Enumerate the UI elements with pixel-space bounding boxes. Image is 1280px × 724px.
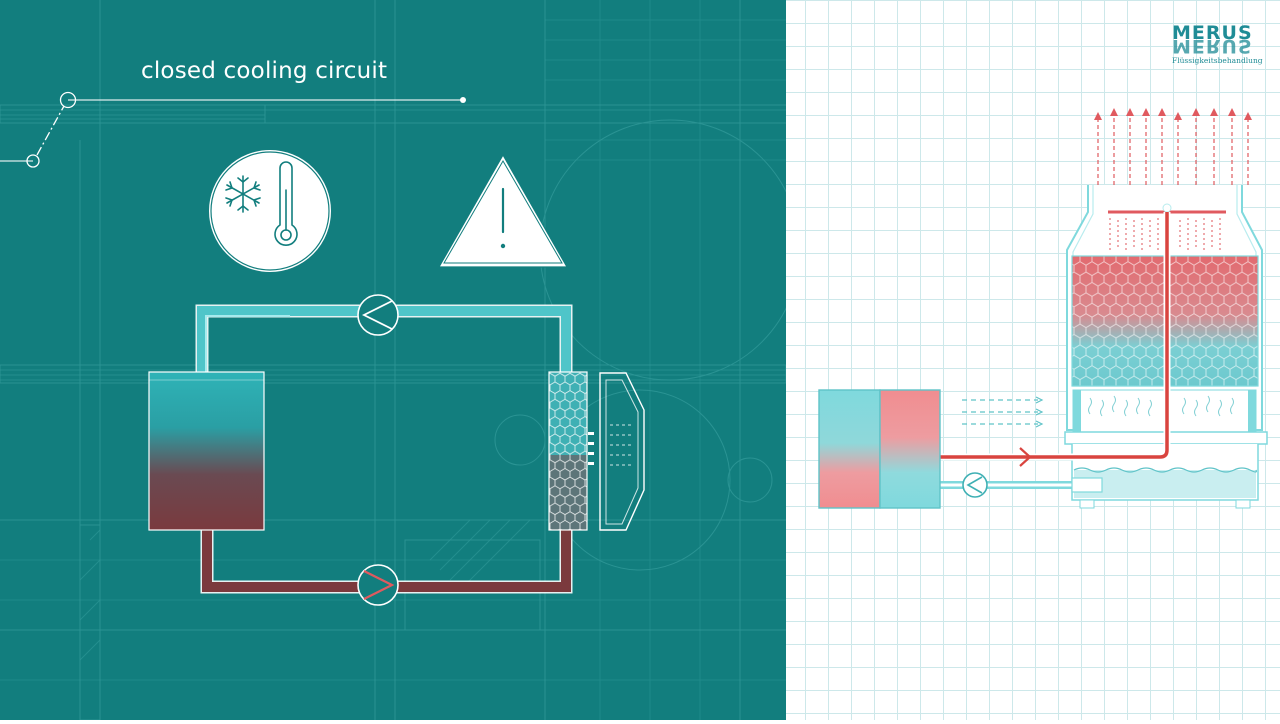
heat-exchanger-icon <box>548 371 588 531</box>
caption-title: closed cooling circuit <box>141 58 388 84</box>
logo-subtitle: Flüssigkeitsbehandlung <box>1172 56 1263 65</box>
snowflake-thermometer-icon <box>207 148 333 274</box>
reservoir-tank <box>148 371 265 531</box>
airflow-arrows <box>588 424 632 466</box>
plate-heat-exchanger <box>818 389 941 509</box>
tower-airflow-arrows <box>962 396 1044 428</box>
logo-wordmark-reflection: MERUS <box>1172 35 1253 57</box>
fan-icon <box>599 372 645 531</box>
merus-logo: MERUS MERUS Flüssigkeitsbehandlung <box>1172 22 1263 68</box>
warning-triangle-icon <box>438 154 568 268</box>
logo-wordmark: MERUS <box>1172 22 1253 44</box>
pump-icon <box>357 294 399 336</box>
caption-leader-line <box>0 91 466 168</box>
left-panel <box>0 0 801 721</box>
cooling-tower-icon <box>940 108 1268 509</box>
pump-icon <box>357 564 399 606</box>
